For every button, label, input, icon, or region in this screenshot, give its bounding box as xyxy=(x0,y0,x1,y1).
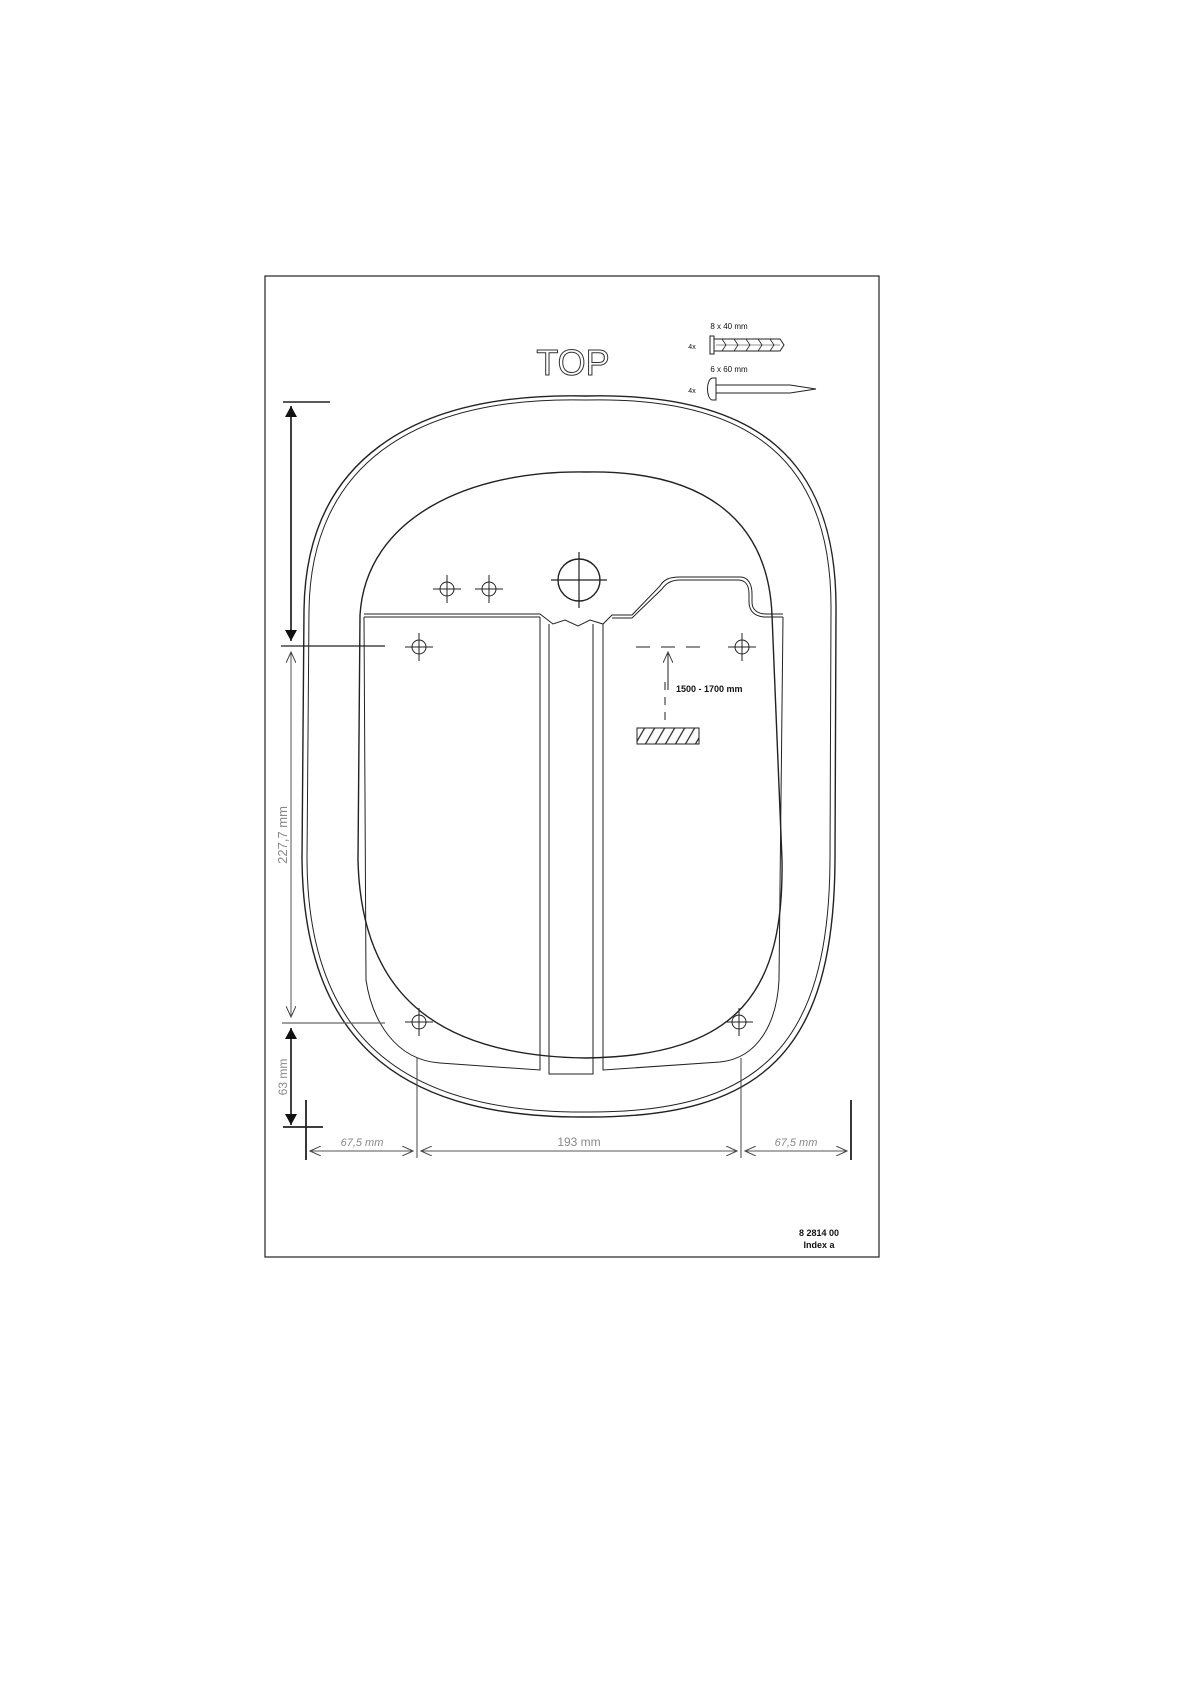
dimension-67-right-label: 67,5 mm xyxy=(775,1137,818,1149)
fastener-qty-label: 4x xyxy=(688,344,696,351)
product-outer-outline-inner xyxy=(307,400,831,1112)
dimension-67-left-label: 67,5 mm xyxy=(341,1137,384,1149)
dimension-193-label: 193 mm xyxy=(557,1135,600,1149)
fastener-screw: 6 x 60 mm 4x xyxy=(688,365,816,400)
mounting-plate-channel xyxy=(549,624,593,1074)
drill-hole xyxy=(725,1008,753,1036)
floor-hatch xyxy=(637,728,699,744)
product-inner-outline xyxy=(358,472,782,1058)
mounting-plate-top-edge xyxy=(364,577,783,626)
mounting-plate-left-panel xyxy=(364,617,540,1070)
drill-hole xyxy=(405,1008,433,1036)
index-label: Index a xyxy=(803,1240,835,1250)
dimension-63-label: 63 mm xyxy=(276,1059,290,1096)
drill-hole xyxy=(728,633,756,661)
mounting-height-label: 1500 - 1700 mm xyxy=(676,684,743,694)
drill-hole xyxy=(475,575,503,603)
code-number: 8 2814 00 xyxy=(799,1228,839,1238)
template-border xyxy=(265,276,879,1257)
product-outer-outline xyxy=(302,396,836,1117)
fastener-size-label: 8 x 40 mm xyxy=(710,322,748,331)
fastener-size-label: 6 x 60 mm xyxy=(710,365,748,374)
fastener-wall-plug: 8 x 40 mm 4x xyxy=(688,322,784,354)
screw-icon xyxy=(708,378,817,400)
center-drill-hole xyxy=(551,552,607,608)
dimension-227-label: 227,7 mm xyxy=(275,806,290,864)
drill-hole xyxy=(433,575,461,603)
drill-hole xyxy=(405,633,433,661)
fastener-qty-label: 4x xyxy=(688,388,696,395)
vertical-dimensions: 227,7 mm 63 mm xyxy=(275,402,385,1125)
mounting-plate-top-edge-inner xyxy=(364,580,783,618)
top-label: TOP xyxy=(536,342,609,383)
mounting-height-indicator: 1500 - 1700 mm xyxy=(636,647,743,744)
horizontal-dimensions: 67,5 mm 193 mm 67,5 mm xyxy=(310,1135,847,1151)
wall-plug-icon xyxy=(710,336,784,354)
